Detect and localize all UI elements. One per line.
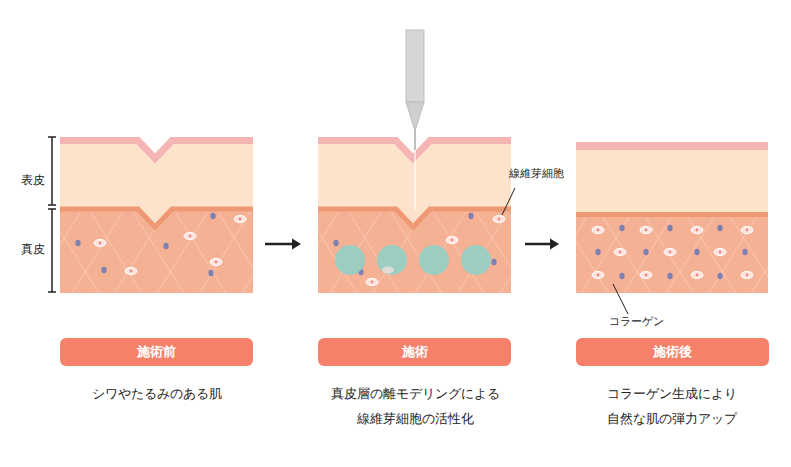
step-arrow xyxy=(265,239,301,250)
skin-after xyxy=(576,142,768,293)
step-title: 施術後 xyxy=(653,343,692,361)
step-pill: 施術後 xyxy=(576,338,769,366)
step-pill: 施術前 xyxy=(60,338,253,366)
skin-before xyxy=(60,137,253,293)
step-caption: コラーゲン生成により 自然な肌の弾力アップ xyxy=(577,381,767,432)
step-title: 施術 xyxy=(402,343,428,361)
step-pill: 施術 xyxy=(318,338,511,366)
collagen-cells xyxy=(592,225,753,279)
step-title: 施術前 xyxy=(137,343,176,361)
step-arrow xyxy=(525,239,559,250)
leader-line xyxy=(502,188,515,215)
layer-bracket xyxy=(48,137,56,292)
step-caption: シワやたるみのある肌 xyxy=(52,381,262,406)
dermis-cells xyxy=(75,213,246,276)
step-caption: 真皮層の離モデリングによる 線維芽細胞の活性化 xyxy=(300,381,530,432)
callout-label: コラーゲン xyxy=(591,311,681,332)
layer-name: 真皮 xyxy=(11,238,55,261)
remodeling-spots xyxy=(335,245,491,275)
callout-label: 線維芽細胞 xyxy=(491,163,581,184)
leader-line xyxy=(613,284,628,314)
dermis-cell xyxy=(382,267,394,274)
dermis-cells xyxy=(333,213,505,286)
layer-name: 表皮 xyxy=(11,169,55,192)
skin-treatment xyxy=(318,137,511,293)
needle xyxy=(406,30,424,210)
